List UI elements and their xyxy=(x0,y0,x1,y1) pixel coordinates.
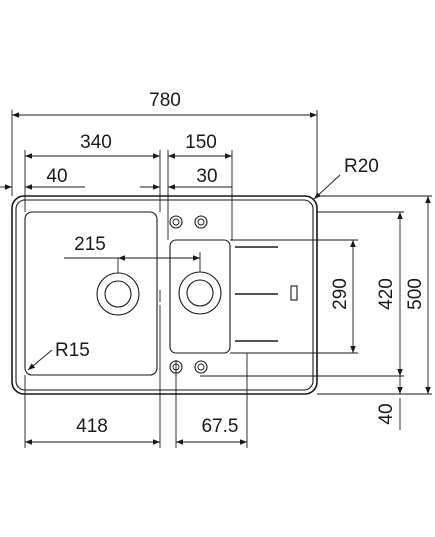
left-waste-outer xyxy=(96,272,140,316)
label-corner-radius-bowl: R15 xyxy=(55,340,90,361)
label-overall-height: 500 xyxy=(405,278,426,310)
tap-hole-bottom-right-inner xyxy=(197,363,205,371)
tap-hole-top-right-inner xyxy=(197,218,205,226)
label-left-bowl-width: 340 xyxy=(80,132,112,153)
left-waste-inner xyxy=(104,280,132,308)
label-left-bowl-inner: 418 xyxy=(76,416,108,437)
tap-hole-top-left-inner xyxy=(172,218,180,226)
sink-outline xyxy=(11,195,318,395)
right-waste-inner xyxy=(186,279,214,307)
sink-inner-edge xyxy=(15,199,314,391)
label-overall-width: 780 xyxy=(149,90,181,111)
label-left-offset: 40 xyxy=(46,166,67,187)
tap-hole-top-left xyxy=(169,215,183,229)
label-waste-spacing: 215 xyxy=(74,234,106,255)
dimension-labels: 780 340 150 40 30 R20 215 290 420 500 R1… xyxy=(46,90,426,437)
label-inner-height: 420 xyxy=(376,278,397,310)
label-bottom-margin: 40 xyxy=(376,403,397,424)
label-right-bowl-width: 150 xyxy=(185,132,217,153)
label-right-bowl-inner: 67.5 xyxy=(202,416,239,437)
overflow-slot xyxy=(290,285,298,301)
leader-r15 xyxy=(27,349,53,371)
right-bowl xyxy=(169,239,231,354)
extension-lines xyxy=(11,110,432,448)
label-mid-offset: 30 xyxy=(196,166,217,187)
dimension-lines xyxy=(0,112,431,445)
tap-hole-top-right xyxy=(194,215,208,229)
leader-r20 xyxy=(313,174,341,200)
label-drainer-height: 290 xyxy=(330,278,351,310)
left-bowl xyxy=(24,211,158,376)
right-waste-outer xyxy=(178,271,222,315)
sink-outer-edge xyxy=(11,195,318,395)
label-corner-radius-outer: R20 xyxy=(344,156,379,177)
tap-hole-bottom-right xyxy=(194,360,208,374)
